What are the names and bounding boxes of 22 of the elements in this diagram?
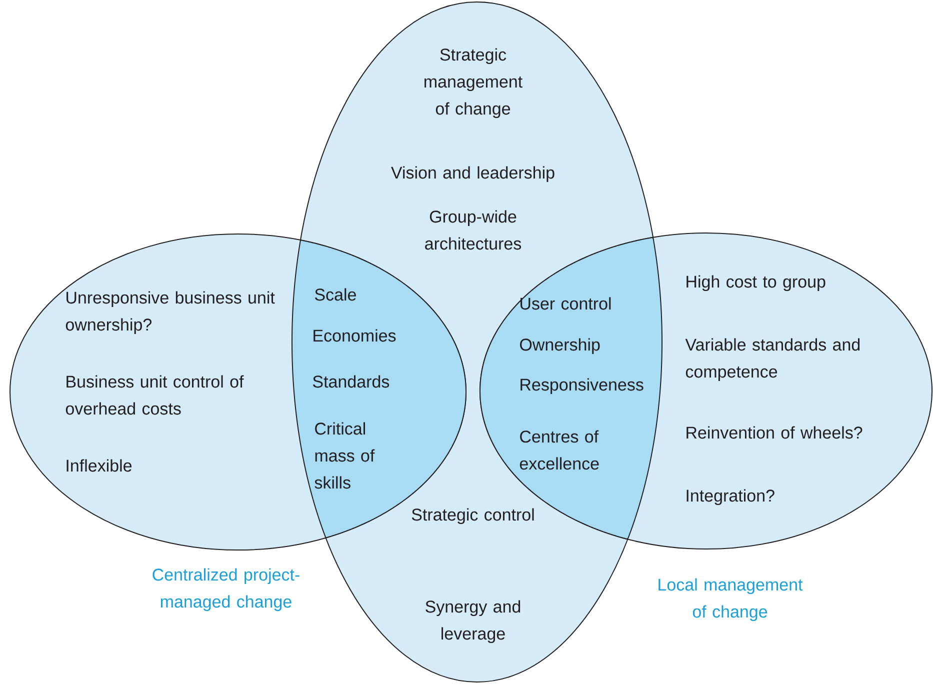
item-text: Unresponsive business unit ownership?: [66, 291, 275, 334]
item-text: Reinvention of wheels?: [686, 426, 862, 439]
item-text: Economies: [314, 329, 396, 342]
set-label: Centralized project-managed change: [152, 568, 300, 612]
item-text: Critical mass of skills: [314, 422, 375, 489]
item-text: Strategic control: [412, 508, 534, 524]
item-text: Ownership: [520, 338, 600, 354]
item-text: Standards: [312, 375, 390, 388]
item-text: Variable standards and competence: [685, 338, 860, 382]
item-text: Integration?: [686, 489, 774, 506]
item-text: Group-wide architectures: [425, 210, 522, 250]
item-text: Synergy and leverage: [426, 600, 520, 644]
item-text: Centres of excellence: [520, 430, 599, 470]
set-label: Local management of change: [658, 578, 803, 622]
item-text: Vision and leadership: [391, 166, 554, 182]
item-text: Responsiveness: [520, 378, 644, 394]
item-text: Scale: [314, 288, 356, 301]
item-text: Strategic management of change: [424, 48, 522, 118]
item-text: Inflexible: [66, 459, 132, 472]
item-text: High cost to group: [686, 275, 826, 292]
item-text: User control: [520, 297, 611, 310]
item-text: Business unit control of overhead costs: [66, 375, 244, 415]
